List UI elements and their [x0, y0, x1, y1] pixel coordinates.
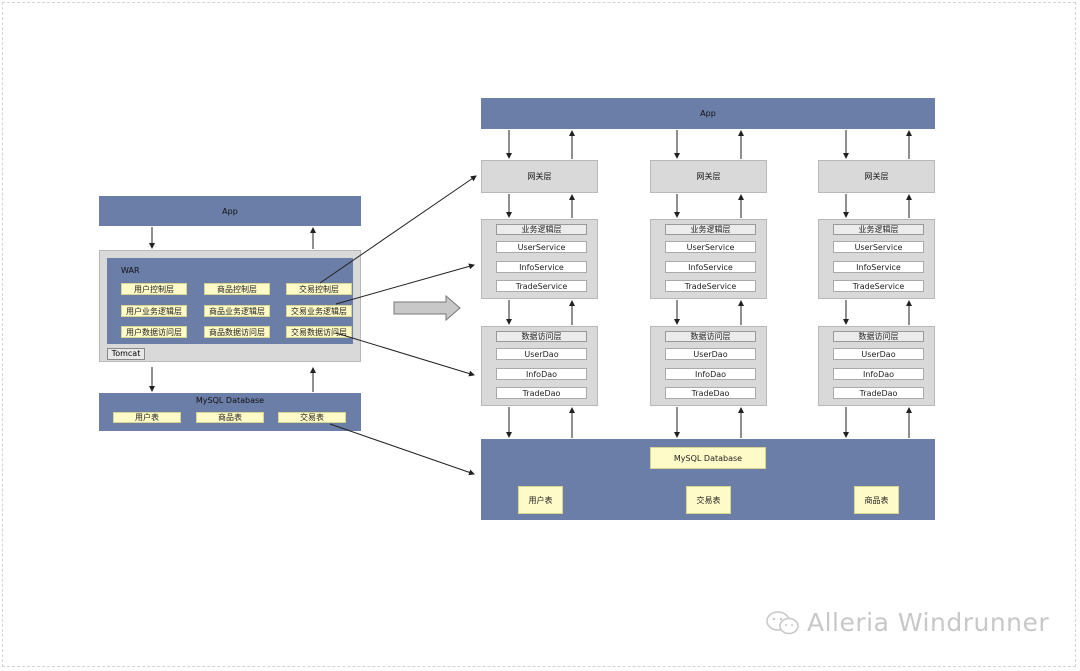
layer-box: 交易业务逻辑层 — [286, 305, 352, 317]
dao-layer-box: 数据访问层 UserDao InfoDao TradeDao — [818, 326, 935, 406]
gateway-box: 网关层 — [650, 160, 767, 193]
layer-box: 交易控制层 — [286, 283, 352, 295]
service-box: InfoService — [496, 261, 587, 273]
service-layer-header: 业务逻辑层 — [496, 224, 587, 235]
layer-box: 用户控制层 — [121, 283, 187, 295]
dao-box: InfoDao — [665, 368, 756, 380]
db-table: 商品表 — [196, 412, 264, 423]
service-box: TradeService — [496, 280, 587, 292]
service-layer-box: 业务逻辑层 UserService InfoService TradeServi… — [818, 219, 935, 299]
gateway-label: 网关层 — [527, 172, 552, 181]
layer-box: 商品数据访问层 — [204, 326, 270, 338]
watermark-text: Alleria Windrunner — [807, 608, 1050, 637]
service-layer-box: 业务逻辑层 UserService InfoService TradeServi… — [650, 219, 767, 299]
right-app-label: App — [700, 109, 716, 118]
gateway-box: 网关层 — [818, 160, 935, 193]
gateway-box: 网关层 — [481, 160, 598, 193]
tomcat-container: WAR 用户控制层 商品控制层 交易控制层 用户业务逻辑层 商品业务逻辑层 交易… — [99, 250, 361, 362]
db-table: 交易表 — [278, 412, 346, 423]
watermark: Alleria Windrunner — [765, 608, 1049, 637]
service-layer-header: 业务逻辑层 — [665, 224, 756, 235]
service-box: TradeService — [665, 280, 756, 292]
right-app-box: App — [481, 98, 935, 129]
left-app-box: App — [99, 196, 361, 226]
layer-box: 用户业务逻辑层 — [121, 305, 187, 317]
service-layer-header: 业务逻辑层 — [833, 224, 924, 235]
left-db-box: MySQL Database 用户表 商品表 交易表 — [99, 393, 361, 431]
dao-layer-header: 数据访问层 — [496, 331, 587, 342]
war-label: WAR — [121, 266, 140, 275]
right-db-box: MySQL Database 用户表 交易表 商品表 — [481, 439, 935, 520]
right-db-title: MySQL Database — [650, 447, 766, 469]
service-box: InfoService — [833, 261, 924, 273]
gateway-label: 网关层 — [696, 172, 721, 181]
db-table: 用户表 — [518, 486, 563, 514]
dao-box: InfoDao — [833, 368, 924, 380]
dao-box: InfoDao — [496, 368, 587, 380]
db-table: 用户表 — [113, 412, 181, 423]
dao-box: UserDao — [496, 348, 587, 360]
layer-box: 商品业务逻辑层 — [204, 305, 270, 317]
layer-box: 交易数据访问层 — [286, 326, 352, 338]
gateway-label: 网关层 — [864, 172, 889, 181]
service-layer-box: 业务逻辑层 UserService InfoService TradeServi… — [481, 219, 598, 299]
dao-box: UserDao — [665, 348, 756, 360]
dao-layer-box: 数据访问层 UserDao InfoDao TradeDao — [650, 326, 767, 406]
dao-layer-box: 数据访问层 UserDao InfoDao TradeDao — [481, 326, 598, 406]
dao-box: UserDao — [833, 348, 924, 360]
layer-box: 商品控制层 — [204, 283, 270, 295]
left-db-title: MySQL Database — [195, 396, 265, 405]
db-table: 商品表 — [854, 486, 899, 514]
dao-layer-header: 数据访问层 — [833, 331, 924, 342]
dao-box: TradeDao — [833, 387, 924, 399]
tomcat-label: Tomcat — [107, 348, 145, 360]
layer-box: 用户数据访问层 — [121, 326, 187, 338]
dao-layer-header: 数据访问层 — [665, 331, 756, 342]
service-box: TradeService — [833, 280, 924, 292]
service-box: InfoService — [665, 261, 756, 273]
war-box: WAR 用户控制层 商品控制层 交易控制层 用户业务逻辑层 商品业务逻辑层 交易… — [107, 258, 353, 344]
left-app-label: App — [222, 206, 238, 216]
service-box: UserService — [665, 241, 756, 253]
service-box: UserService — [496, 241, 587, 253]
dao-box: TradeDao — [496, 387, 587, 399]
service-box: UserService — [833, 241, 924, 253]
wechat-icon — [766, 610, 799, 634]
dao-box: TradeDao — [665, 387, 756, 399]
db-table: 交易表 — [686, 486, 731, 514]
